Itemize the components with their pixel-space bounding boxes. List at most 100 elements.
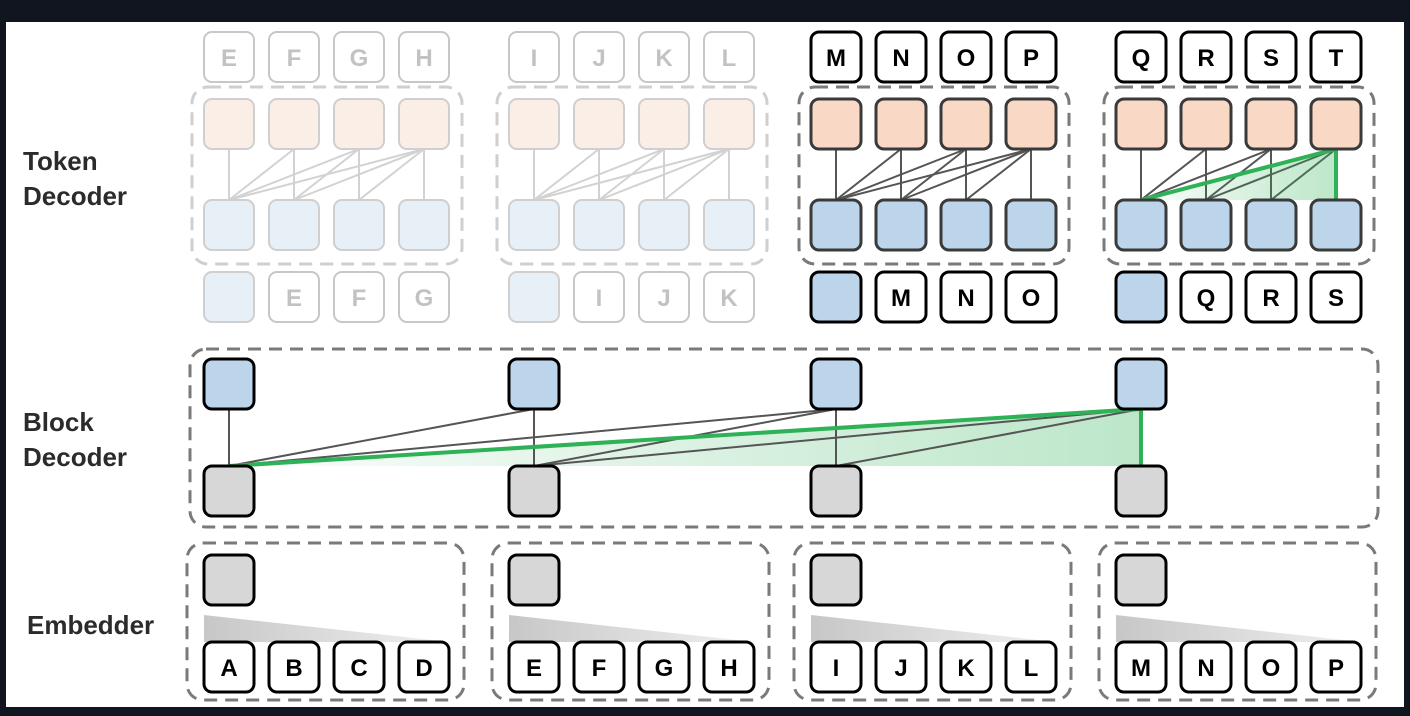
token-decoder-input-state [1244, 198, 1298, 252]
block-embedding [202, 553, 256, 607]
embedder-token-label: I [833, 655, 840, 682]
token-decoder-input-state [203, 199, 255, 251]
input-token-label: R [1262, 285, 1279, 312]
embedder-token-label: C [350, 655, 367, 682]
output-token-label: Q [1132, 45, 1151, 72]
attention-edge [533, 148, 600, 201]
embedder-token-box [202, 640, 256, 694]
attention-edge [228, 148, 360, 201]
token-decoder-output-state [203, 98, 255, 150]
embedder-label: Embedder [27, 610, 155, 640]
input-token-box [1004, 270, 1058, 324]
output-token-box [398, 31, 450, 83]
block-context-embedding [508, 271, 560, 323]
attention-edge [228, 148, 425, 201]
token-decoder-group-border [797, 85, 1071, 266]
block-decoder-input-state [809, 464, 863, 518]
input-token-label: N [957, 285, 974, 312]
output-token-label: T [1329, 45, 1344, 72]
block-attention-edge [835, 408, 1142, 467]
attention-edge [835, 148, 967, 201]
token-decoder-edges [835, 148, 1032, 201]
token-decoder-input-state [1114, 198, 1168, 252]
output-token-box [573, 31, 625, 83]
token-decoder-input-state [703, 199, 755, 251]
block-embedding [507, 553, 561, 607]
block-decoder-output-state [507, 357, 561, 411]
embedder-token-label: P [1328, 655, 1344, 682]
embedder-token-box [874, 640, 928, 694]
embedder-token-box [1244, 640, 1298, 694]
token-decoder-group-border [190, 85, 464, 266]
output-token-label: P [1023, 45, 1039, 72]
output-token-box [1309, 30, 1363, 84]
output-token-label: N [892, 45, 909, 72]
output-token-box [508, 31, 560, 83]
attention-edge [1140, 148, 1207, 201]
embedder-token-box [572, 640, 626, 694]
block-highlight-edge [228, 407, 1142, 468]
input-token-box [1309, 270, 1363, 324]
embedder-token-box [1179, 640, 1233, 694]
token-decoder-output-state [809, 97, 863, 151]
embedder-token-label: B [285, 655, 302, 682]
output-token-label: M [826, 45, 846, 72]
token-decoder-input-state [1004, 198, 1058, 252]
output-token-label: I [531, 45, 538, 72]
token-decoder-output-state [1114, 97, 1168, 151]
input-token-label: O [1022, 285, 1041, 312]
attention-edge [228, 148, 295, 201]
attention-edge [835, 148, 1032, 201]
block-embedding [809, 553, 863, 607]
token-decoder-input-state [1179, 198, 1233, 252]
embedder-token-box [1114, 640, 1168, 694]
block-decoder-input-state [507, 464, 561, 518]
block-decoder-output-state [1114, 357, 1168, 411]
embedder-token-box [939, 640, 993, 694]
embedder-token-box [1309, 640, 1363, 694]
input-token-box [1244, 270, 1298, 324]
attention-edge [663, 148, 730, 201]
output-token-box [1004, 30, 1058, 84]
token-decoder-input-state [1309, 198, 1363, 252]
input-token-box [268, 271, 320, 323]
block-decoder-label-line2: Decoder [23, 442, 128, 472]
output-token-box [1114, 30, 1168, 84]
embedder-token-box [397, 640, 451, 694]
embedder-token-label: N [1197, 655, 1214, 682]
embedder-token-label: K [957, 655, 975, 682]
token-decoder-output-state [939, 97, 993, 151]
token-decoder-input-state [874, 198, 928, 252]
input-token-box [703, 271, 755, 323]
attention-edge [965, 148, 1032, 201]
token-decoder-input-state [809, 198, 863, 252]
embedder-token-label: M [1131, 655, 1151, 682]
output-token-box [874, 30, 928, 84]
block-decoder-input-state [1114, 464, 1168, 518]
block-embedding [1114, 553, 1168, 607]
input-token-box [638, 271, 690, 323]
attention-edge [358, 148, 425, 201]
embedder-wedge [1116, 615, 1362, 642]
embedder-wedge [811, 615, 1057, 642]
attention-edge [835, 148, 902, 201]
token-decoder-input-state [398, 199, 450, 251]
input-token-label: M [891, 285, 911, 312]
input-token-label: S [1328, 285, 1344, 312]
token-decoder-output-state [1309, 97, 1363, 151]
input-token-box [333, 271, 385, 323]
token-decoder-output-state [573, 98, 625, 150]
embedder-token-label: D [415, 655, 432, 682]
output-token-label: L [722, 45, 737, 72]
input-token-box [398, 271, 450, 323]
block-attention-edge [228, 408, 535, 467]
input-token-box [874, 270, 928, 324]
attention-edge [1140, 148, 1272, 201]
token-decoder-input-state [508, 199, 560, 251]
embedder-token-box [267, 640, 321, 694]
token-decoder-output-state [703, 98, 755, 150]
block-decoder-label: Block Decoder [23, 405, 127, 475]
block-attention-edge [228, 408, 837, 467]
input-token-label: K [720, 285, 738, 312]
